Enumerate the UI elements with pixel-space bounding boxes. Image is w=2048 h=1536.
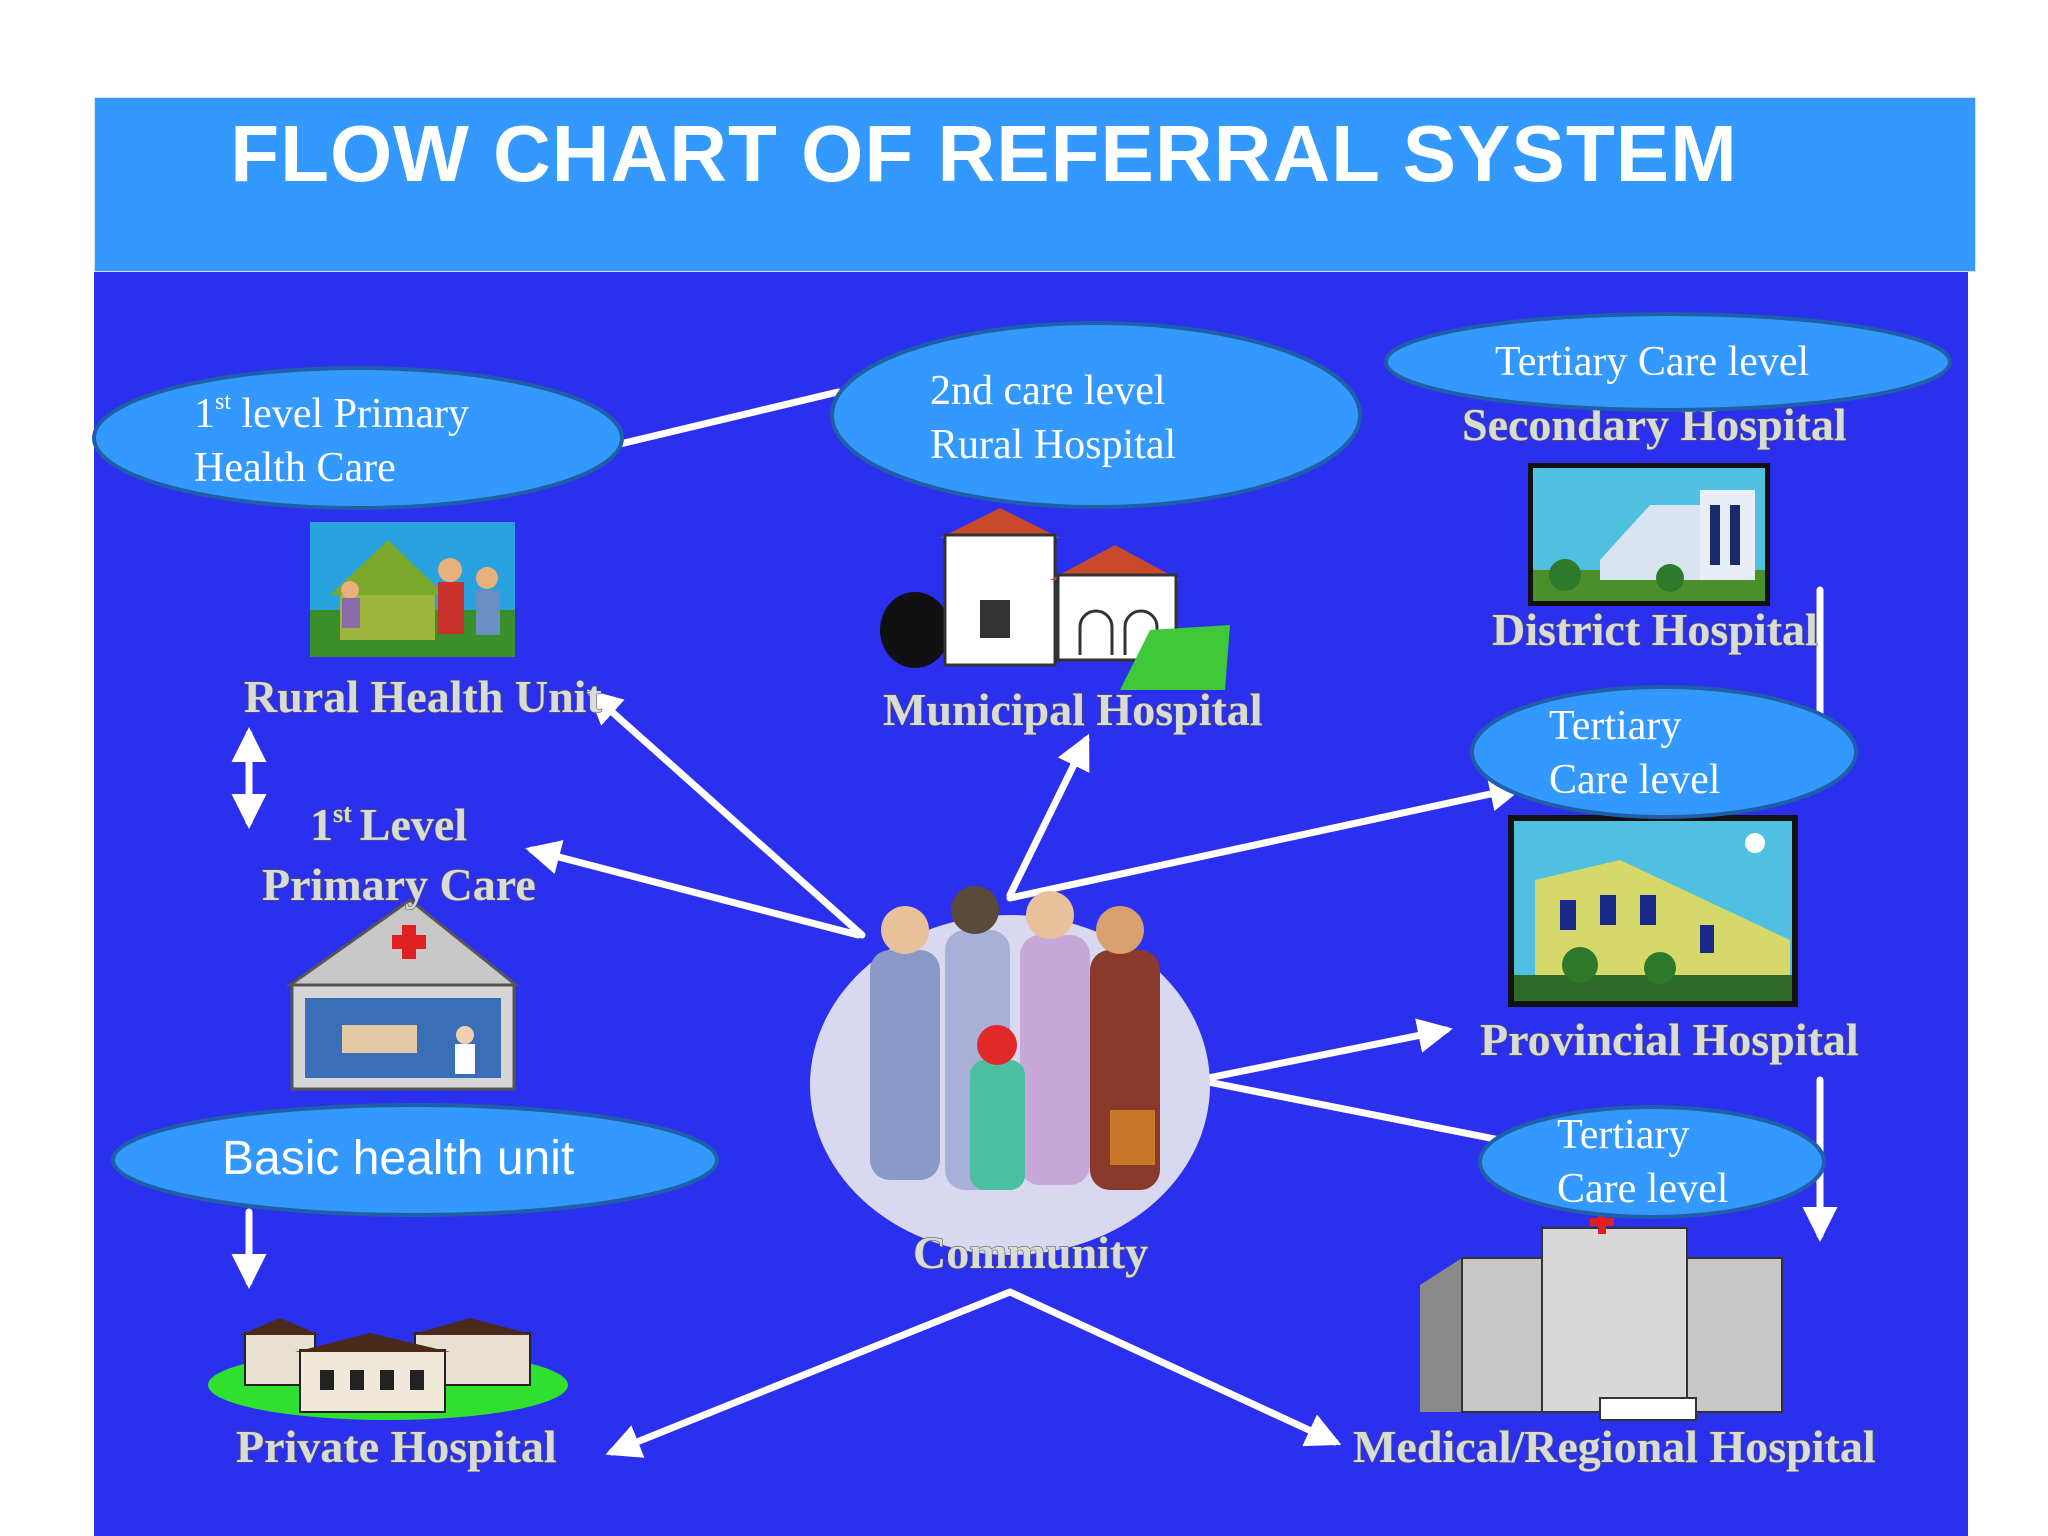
bubbles [92, 312, 1952, 1219]
bubble-second-care-line1: 2nd care level [930, 368, 1166, 414]
label-private-hospital: Private Hospital [236, 1421, 557, 1472]
bubble-tertiary-low-line2: Care level [1557, 1166, 1729, 1212]
private-hospital-illustration [208, 1318, 568, 1420]
bubble-first-level-rest: level Primary [231, 391, 469, 437]
title-bar [94, 97, 1976, 272]
bubble-second-care-line2: Rural Hospital [930, 422, 1177, 468]
bubble-tertiary-top-text: Tertiary Care level [1495, 339, 1810, 385]
bubble-tertiary-low-line1: Tertiary [1557, 1112, 1690, 1158]
bubble-basic-health-unit-text: Basic health unit [222, 1132, 575, 1185]
label-provincial-hospital: Provincial Hospital [1480, 1014, 1859, 1065]
bubble-tertiary-low [1478, 1105, 1826, 1219]
label-primary-care-sup: st [333, 799, 352, 828]
provincial-hospital-illustration [1508, 815, 1798, 1007]
label-municipal-hospital: Municipal Hospital [883, 684, 1263, 735]
label-primary-care-num: 1 [310, 799, 333, 850]
label-primary-care-line1: 1st Level [310, 799, 467, 850]
label-community: Community [913, 1227, 1148, 1278]
arrow-community-to-district-hospital [1006, 776, 1525, 902]
bubble-tertiary-mid-line2: Care level [1549, 757, 1721, 803]
municipal-hospital-illustration [880, 508, 1230, 690]
bubble-tertiary-mid-line1: Tertiary [1549, 703, 1682, 749]
arrow-community-to-provincial-hospital [1194, 1018, 1453, 1084]
arrow-community-to-rural-health-unit [586, 689, 866, 939]
primary-care-illustration [285, 898, 521, 1091]
page-title: FLOW CHART OF REFERRAL SYSTEM [230, 109, 1738, 198]
regional-hospital-illustration [1420, 1210, 1783, 1421]
bubble-tertiary-low-text: Tertiary Care level [1557, 1108, 1728, 1216]
arrow-community-to-municipal-hospital [1006, 733, 1090, 899]
bubble-first-level-text: 1st level Primary Health Care [194, 387, 469, 495]
bubble-tertiary-mid [1470, 685, 1858, 819]
bubble-first-level-line1: 1st level Primary [194, 387, 469, 441]
arrow-community-to-tertiary [1194, 1076, 1504, 1144]
arrow-community-to-private-hospital [605, 1288, 1014, 1458]
bubble-first-level-sup: st [215, 389, 232, 415]
bubble-first-level-primary [92, 366, 624, 510]
bubble-basic-health-unit [111, 1103, 719, 1217]
bubble-first-level-num: 1 [194, 391, 215, 437]
rural-health-unit-illustration [310, 522, 515, 657]
label-district-hospital: District Hospital [1492, 604, 1818, 655]
community-illustration [810, 886, 1210, 1255]
arrow-community-to-primary-care [525, 840, 862, 939]
bubble-second-care-level [830, 321, 1362, 509]
bubble-first-level-line2: Health Care [194, 445, 396, 491]
label-primary-care-line2: Primary Care [262, 859, 536, 910]
label-regional-hospital: Medical/Regional Hospital [1353, 1421, 1876, 1472]
bubble-tertiary-top [1384, 312, 1952, 412]
bubble-second-care-text: 2nd care level Rural Hospital [930, 364, 1176, 472]
district-hospital-illustration [1528, 463, 1770, 606]
arrow-community-to-regional-hospital [1006, 1288, 1342, 1447]
bubble-tertiary-mid-text: Tertiary Care level [1549, 699, 1720, 807]
arrow-top-connector [616, 388, 842, 448]
label-rural-health-unit: Rural Health Unit [244, 671, 602, 722]
label-primary-care-word: Level [360, 799, 467, 850]
